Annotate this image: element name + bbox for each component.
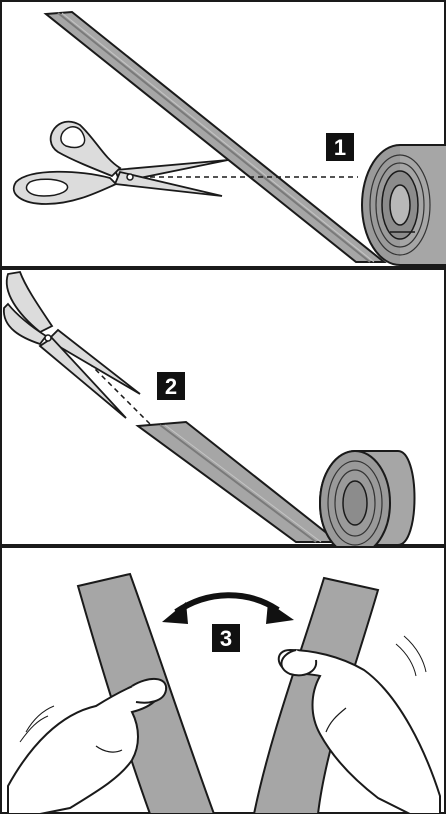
step-2-badge: 2 bbox=[157, 372, 185, 400]
tape-roll-icon bbox=[320, 451, 415, 546]
step-3-number: 3 bbox=[220, 626, 232, 651]
tape-roll-icon bbox=[362, 145, 446, 265]
step-3-illustration: 3 bbox=[0, 546, 446, 814]
step-1-badge: 1 bbox=[326, 133, 354, 161]
step-3-badge: 3 bbox=[212, 624, 240, 652]
step-2-panel: 2 bbox=[0, 268, 446, 546]
step-1-panel: 1 bbox=[0, 0, 446, 268]
step-3-panel: 3 bbox=[0, 546, 446, 814]
step-2-illustration: 2 bbox=[0, 268, 446, 546]
step-2-number: 2 bbox=[165, 374, 177, 399]
step-1-number: 1 bbox=[334, 135, 346, 160]
step-1-illustration: 1 bbox=[0, 0, 446, 268]
